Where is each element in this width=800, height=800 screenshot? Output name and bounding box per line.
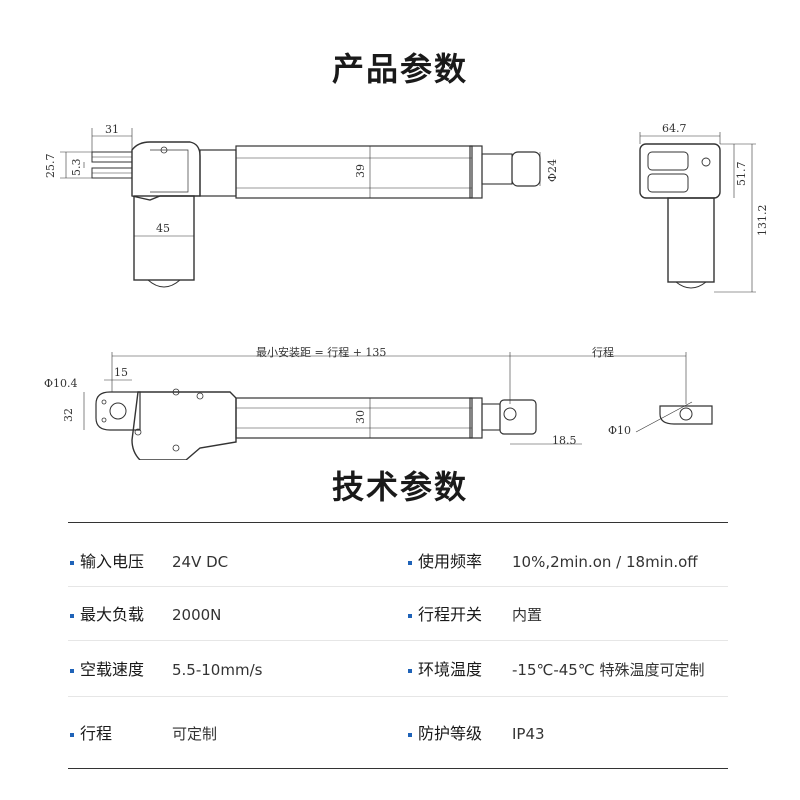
spec-label: 行程: [80, 724, 113, 743]
spec-label: 最大负载: [80, 605, 145, 624]
dim-45: 45: [156, 222, 170, 235]
spec-label: 使用频率: [418, 552, 483, 571]
bullet-icon: [70, 733, 74, 737]
dim-18-5: 18.5: [552, 434, 577, 447]
product-params-title: 产品参数: [331, 50, 468, 88]
dim-131-2: 131.2: [756, 205, 769, 237]
spec-label: 环境温度: [418, 660, 483, 679]
actuator-end-view: [639, 132, 756, 293]
spec-table-top-rule: [68, 522, 728, 523]
spec-value: IP43: [512, 725, 545, 743]
bottom-view-dims: 最小安装距 = 行程 + 135 行程 Φ10.4 15 32 30 18.5 …: [44, 345, 631, 447]
bullet-icon: [70, 561, 74, 565]
dim-5-3: 5.3: [70, 159, 83, 177]
dim-31: 31: [105, 123, 119, 136]
bullet-icon: [408, 733, 412, 737]
spec-row: 行程 可定制 防护等级 IP43: [68, 724, 728, 744]
spec-row: 输入电压 24V DC 使用频率 10%,2min.on / 18min.off: [68, 552, 728, 572]
actuator-side-view: [60, 128, 541, 288]
dim-phi10: Φ10: [608, 424, 631, 437]
dim-phi10-4: Φ10.4: [44, 377, 78, 390]
dim-51-7: 51.7: [735, 162, 748, 187]
bullet-icon: [70, 669, 74, 673]
technical-drawing: 31 25.7 5.3 45 39 Φ24 64.7 51.7 131.2: [44, 122, 769, 460]
bullet-icon: [408, 669, 412, 673]
spec-label: 行程开关: [418, 605, 483, 624]
spec-label: 防护等级: [418, 724, 483, 743]
dim-30: 30: [354, 410, 367, 424]
dim-stroke: 行程: [592, 346, 614, 359]
spec-value: 2000N: [172, 606, 222, 624]
side-view-dims: 31 25.7 5.3 45 39 Φ24: [44, 123, 559, 235]
bullet-icon: [408, 561, 412, 565]
spec-value: 可定制: [172, 725, 218, 743]
dim-39: 39: [354, 164, 367, 178]
spec-row-divider: [68, 696, 728, 697]
spec-label: 空载速度: [80, 660, 145, 679]
spec-value: 5.5-10mm/s: [172, 661, 263, 679]
dim-32: 32: [62, 408, 75, 422]
spec-row: 最大负载 2000N 行程开关 内置: [68, 605, 728, 625]
spec-label: 输入电压: [80, 552, 145, 571]
dim-25-7: 25.7: [44, 154, 57, 179]
bullet-icon: [70, 614, 74, 618]
spec-value: 10%,2min.on / 18min.off: [512, 553, 698, 571]
spec-row: 空载速度 5.5-10mm/s 环境温度 -15℃-45℃ 特殊温度可定制: [68, 660, 728, 680]
spec-value: 内置: [512, 606, 543, 624]
actuator-bottom-view: [83, 352, 713, 460]
spec-value: 24V DC: [172, 553, 229, 571]
spec-row-divider: [68, 640, 728, 641]
dim-15: 15: [114, 366, 128, 379]
end-view-dims: 64.7 51.7 131.2: [662, 122, 769, 236]
spec-table-bottom-rule: [68, 768, 728, 769]
dim-phi24: Φ24: [546, 159, 559, 182]
tech-params-title: 技术参数: [331, 468, 468, 506]
dim-64-7: 64.7: [662, 122, 687, 135]
spec-value: -15℃-45℃ 特殊温度可定制: [512, 661, 705, 679]
bullet-icon: [408, 614, 412, 618]
spec-row-divider: [68, 586, 728, 587]
dim-min-install: 最小安装距 = 行程 + 135: [256, 345, 386, 359]
